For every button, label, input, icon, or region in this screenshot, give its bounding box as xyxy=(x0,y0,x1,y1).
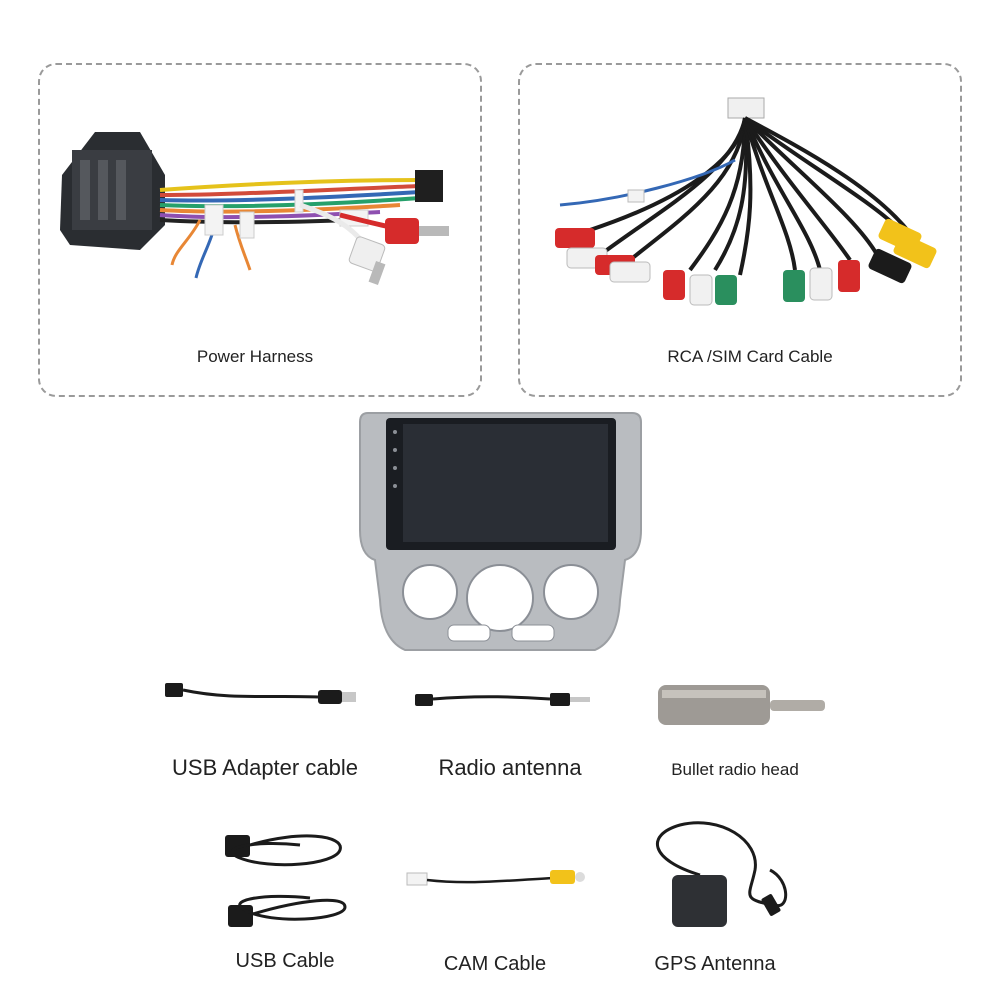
gps-antenna-label: GPS Antenna xyxy=(654,953,776,975)
power-harness-label: Power Harness xyxy=(196,347,314,366)
rca-sockets xyxy=(555,218,937,306)
cam-cable-label: CAM Cable xyxy=(443,953,547,975)
harness-connector xyxy=(60,132,165,250)
bullet-radio-head-label: Bullet radio head xyxy=(671,760,799,779)
power-harness-panel xyxy=(38,63,482,397)
rca-sim-cable-panel xyxy=(518,63,962,397)
usb-adapter-cable-label: USB Adapter cable xyxy=(172,755,358,780)
rca-sim-cable-label: RCA /SIM Card Cable xyxy=(667,347,833,366)
usb-cable-label: USB Cable xyxy=(235,950,335,972)
radio-antenna-label: Radio antenna xyxy=(438,755,582,780)
